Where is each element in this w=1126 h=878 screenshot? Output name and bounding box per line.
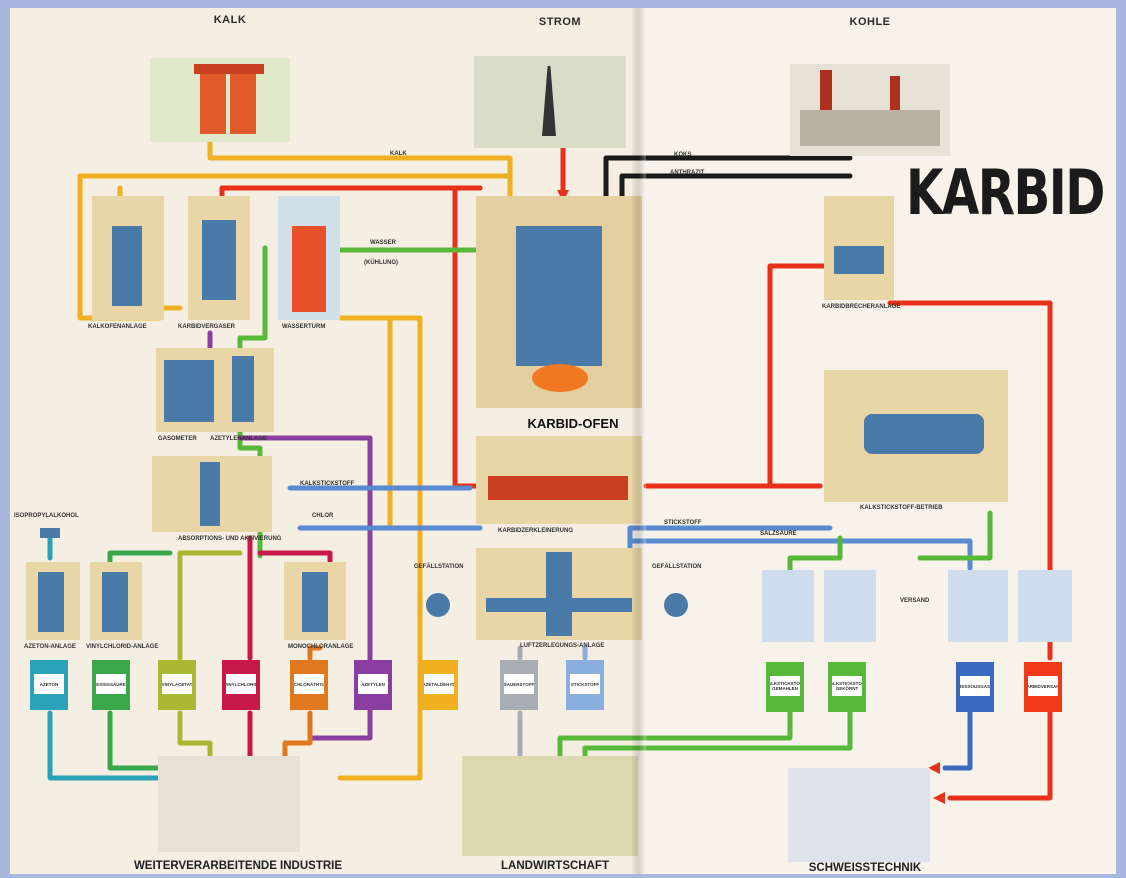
product-label: TRICHLORÄTHYLEN [294,674,324,694]
label-versand: VERSAND [900,598,929,604]
absorption-illustration [152,456,272,532]
gefaellstation-right-illustration [656,583,696,633]
ks-green-line-2 [920,513,990,558]
gasometer-illustration [156,348,274,432]
station-monochlor: MONOCHLORANLAGE [288,644,353,650]
karbid-oven-label: KARBID-OFEN [498,416,648,431]
label-chlor: CHLOR [312,513,333,519]
product-box: AZETALDEHYD [420,660,458,710]
gefaellstation-left-illustration [418,583,458,633]
product-label: STICKSTOFF [570,674,600,694]
label-anthrazit: ANTHRAZIT [670,170,704,176]
product-box: SAUERSTOFF [500,660,538,710]
karbidvergaser-illustration [188,196,250,320]
welding-illustration [788,768,930,862]
header-strom: STROM [520,16,600,28]
label-koks: KOKS [674,152,691,158]
product-box: VINYLACETAT [158,660,196,710]
product-label: AZETALDEHYD [424,674,454,694]
vinyl-illustration [90,562,142,640]
kalkofen-illustration [92,196,164,320]
footer-industry: WEITERVERARBEITENDE INDUSTRIE [128,860,348,872]
kalk-flow-line-4 [340,318,430,528]
product-box: KALKSTICKSTOFF GEKÖRNT [828,662,866,712]
station-luftzerlegung: LUFTZERLEGUNGS-ANLAGE [520,643,604,649]
station-karbidbrecher: KARBIDBRECHERANLAGE [822,304,900,310]
karbid-title: KARBID [906,156,1104,229]
footer-welding: SCHWEISSTECHNIK [780,862,950,874]
product-label: DISSOUSGAS [960,676,990,696]
product-label: VINYLACETAT [162,674,192,694]
page-fold [632,8,646,874]
karbidbrecher-illustration [824,196,894,300]
product-box: VINYLCHLORID [222,660,260,710]
product-box: KARBIDVERSAND [1024,662,1062,712]
label-kalkstickstoff: KALKSTICKSTOFF [300,481,354,487]
station-kalkstickstoffbetrieb: KALKSTICKSTOFF-BETRIEB [860,505,943,511]
station-kalkofen: KALKOFENANLAGE [88,324,147,330]
kalkstickstoff-betrieb-illustration [824,370,1008,502]
product-label: KALKSTICKSTOFF GEKÖRNT [832,676,862,696]
dissousgas-line [945,713,970,768]
product-box: DISSOUSGAS [956,662,994,712]
versand-2-illustration [824,570,876,642]
product-box: KALKSTICKSTOFF GEMAHLEN [766,662,804,712]
versand-3-illustration [948,570,1008,642]
label-kalk: KALK [390,151,407,157]
footer-agriculture: LANDWIRTSCHAFT [480,860,630,872]
strom-powerplant-illustration [474,56,626,148]
product-box: STICKSTOFF [566,660,604,710]
label-isopropylalkohol: ISOPROPYLALKOHOL [14,513,79,519]
karbidzerkleinerung-illustration [476,436,642,524]
label-wasser: WASSER [370,240,396,246]
product-label: SAUERSTOFF [504,674,534,694]
label-salzsaeure: SALZSÄURE [760,531,797,537]
product-label: KARBIDVERSAND [1028,676,1058,696]
karbidversand-line [950,713,1050,798]
label-kuehlung: (KÜHLUNG) [364,260,398,266]
versand-4-illustration [1018,570,1072,642]
arrow-welding [933,792,945,804]
station-gefaellstation-right: GEFÄLLSTATION [652,564,701,570]
product-label: AZETYLEN [358,674,388,694]
station-azeton: AZETON-ANLAGE [24,644,76,650]
versand-1-illustration [762,570,814,642]
industry-illustration [158,756,300,852]
station-vinyl: VINYLCHLORID-ANLAGE [86,644,158,650]
product-label: ESSIGSÄURE [96,674,126,694]
karbid-poster: KARBID-OFEN KALK STROM KOHLE KARBID KALK… [10,8,1116,874]
product-box: TRICHLORÄTHYLEN [290,660,328,710]
iso-cap [40,528,60,538]
station-azetylen: AZETYLENANLAGE [210,436,267,442]
kalk-kiln-illustration [150,58,290,142]
product-label: VINYLCHLORID [226,674,256,694]
wasserturm-illustration [278,196,340,320]
product-label: AZETON [34,674,64,694]
kohle-cokery-illustration [790,64,950,156]
header-kalk: KALK [190,14,270,26]
anthrazit-line [622,176,850,198]
luftzerlegung-illustration [476,548,642,640]
station-wasserturm: WASSERTURM [282,324,325,330]
product-box: AZETYLEN [354,660,392,710]
product-box: ESSIGSÄURE [92,660,130,710]
station-absorptions: ABSORPTIONS- UND AKTIVIERUNG [178,536,281,542]
azeton-illustration [26,562,80,640]
station-gefaellstation-left: GEFÄLLSTATION [414,564,463,570]
station-karbidvergaser: KARBIDVERGASER [178,324,235,330]
station-gasometer: GASOMETER [158,436,197,442]
vinylacetat-line [180,553,240,658]
agriculture-illustration [462,756,638,856]
header-kohle: KOHLE [830,16,910,28]
label-stickstoff: STICKSTOFF [664,520,702,526]
monochlor-illustration [284,562,346,640]
station-karbidzerkleinerung: KARBIDZERKLEINERUNG [498,528,573,534]
product-box: AZETON [30,660,68,710]
product-label: KALKSTICKSTOFF GEMAHLEN [770,676,800,696]
karbid-oven-illustration [476,196,642,408]
